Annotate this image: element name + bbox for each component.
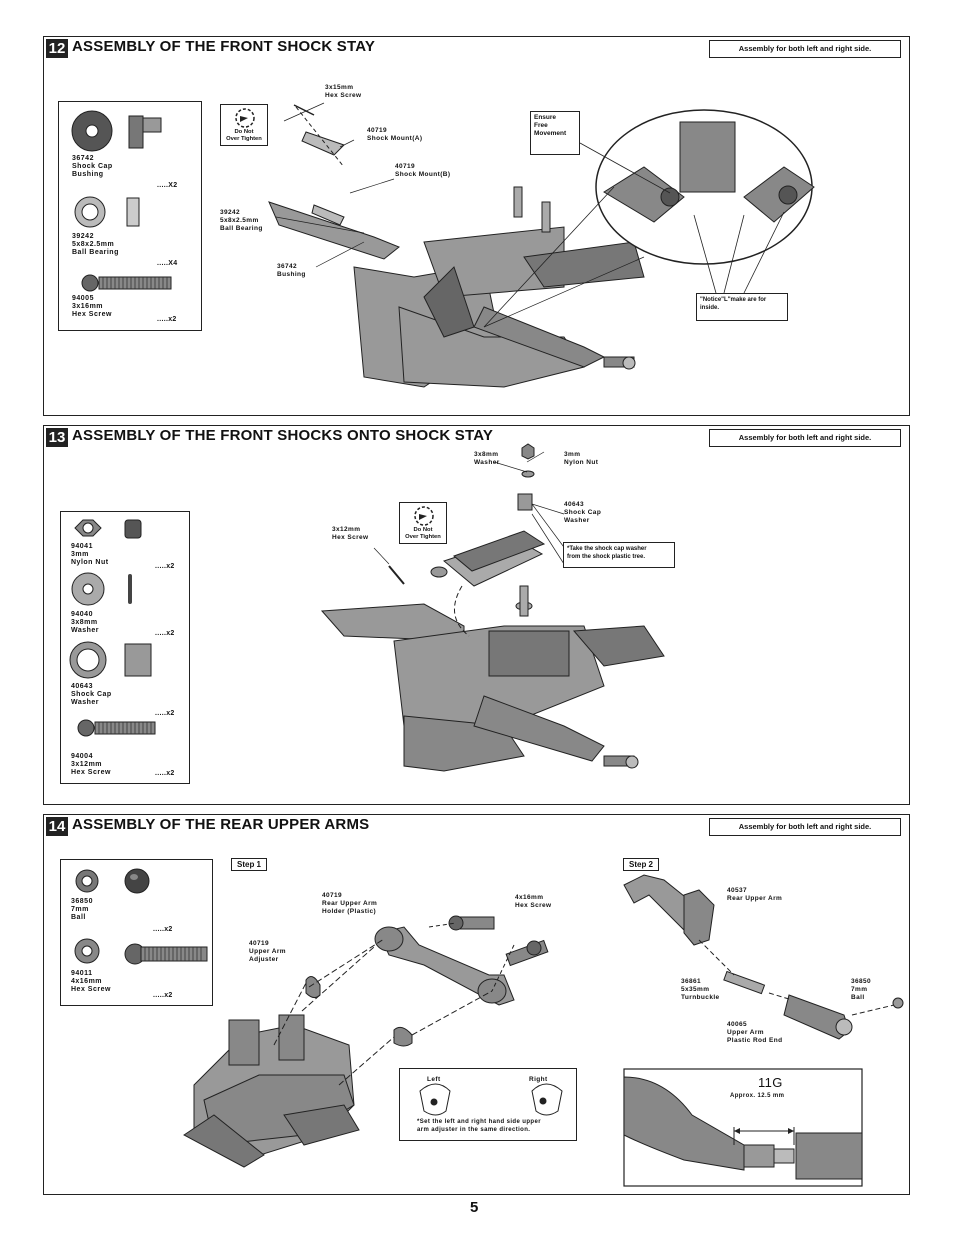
step-number: 13 <box>46 428 68 447</box>
step-1-label: Step 1 <box>231 858 268 871</box>
part-qty: .....x2 <box>153 926 173 933</box>
callout-washer: 3x8mm Washer <box>474 451 500 466</box>
section-title: ASSEMBLY OF THE REAR UPPER ARMS <box>72 816 370 833</box>
adjuster-direction-note: *Set the left and right hand side upper … <box>417 1119 541 1133</box>
part-label: 40643 Shock Cap Washer <box>71 683 112 706</box>
part-label: 39242 5x8x2.5mm Ball Bearing <box>72 233 119 256</box>
callout-rod-end: 40065 Upper Arm Plastic Rod End <box>727 1021 783 1044</box>
part-qty: .....X2 <box>157 182 178 189</box>
do-not-tighten-badge: Do Not Over Tighten <box>220 104 268 146</box>
callout-turnbuckle: 36861 5x35mm Turnbuckle <box>681 978 720 1001</box>
rear-upper-arms-illustration <box>183 874 904 1187</box>
callout-adjuster: 40719 Upper Arm Adjuster <box>249 940 286 963</box>
callout-hex-screw: 3x12mm Hex Screw <box>332 526 369 541</box>
section-12: 12 ASSEMBLY OF THE FRONT SHOCK STAY Asse… <box>43 36 910 416</box>
do-not-tighten-text: Do Not Over Tighten <box>226 129 262 142</box>
part-label: 94041 3mm Nylon Nut <box>71 543 109 566</box>
callout-shock-cap-washer: 40643 Shock Cap Washer <box>564 501 602 524</box>
part-label: 94005 3x16mm Hex Screw <box>72 295 112 318</box>
callout-ball-bearing: 39242 5x8x2.5mm Ball Bearing <box>220 209 263 232</box>
part-qty: .....x2 <box>155 563 175 570</box>
shock-cap-bushing-icon <box>71 110 172 292</box>
notice-l-note: "Notice"L"make are for inside. <box>696 293 788 321</box>
adjuster-direction-box: Left Right *Set the left and right hand … <box>399 1068 577 1141</box>
callout-rear-upper-arm: 40537 Rear Upper Arm <box>727 887 783 902</box>
step-number: 12 <box>46 39 68 58</box>
callout-shock-mount-b: 40719 Shock Mount(B) <box>395 163 451 178</box>
callout-shock-mount-a: 40719 Shock Mount(A) <box>367 127 423 142</box>
part-label: 94004 3x12mm Hex Screw <box>71 753 111 776</box>
rotate-arrow-icon <box>414 506 434 526</box>
parts-list: 36742 Shock Cap Bushing .....X2 39242 5x… <box>58 101 202 331</box>
part-qty: .....x2 <box>155 710 175 717</box>
both-sides-note: Assembly for both left and right side. <box>709 429 901 447</box>
page-number: 5 <box>470 1199 479 1216</box>
length-approx: Approx. 12.5 mm <box>730 1093 785 1099</box>
rotate-arrow-icon <box>235 108 255 128</box>
parts-list: 36850 7mm Ball .....x2 94011 4x16mm Hex … <box>60 859 213 1006</box>
part-qty: .....x2 <box>155 630 175 637</box>
front-shocks-illustration <box>320 443 665 772</box>
shock-tree-note: *Take the shock cap washer from the shoc… <box>563 542 675 568</box>
length-code: 11G <box>758 1075 783 1090</box>
both-sides-note: Assembly for both left and right side. <box>709 818 901 836</box>
section-title: ASSEMBLY OF THE FRONT SHOCK STAY <box>72 38 376 55</box>
part-qty: .....x2 <box>155 770 175 777</box>
part-label: 36850 7mm Ball <box>71 898 93 921</box>
step-2-label: Step 2 <box>623 858 660 871</box>
do-not-tighten-badge: Do Not Over Tighten <box>399 502 447 544</box>
callout-ball: 36850 7mm Ball <box>851 978 872 1001</box>
parts-list: 94041 3mm Nylon Nut .....x2 94040 3x8mm … <box>60 511 190 784</box>
callout-hex-screw: 3x15mm Hex Screw <box>325 84 362 99</box>
part-qty: .....x2 <box>157 316 177 323</box>
part-label: 94011 4x16mm Hex Screw <box>71 970 111 993</box>
adjuster-shapes <box>419 1083 563 1116</box>
step-number: 14 <box>46 817 68 836</box>
part-qty: .....X4 <box>157 260 178 267</box>
section-14: 14 ASSEMBLY OF THE REAR UPPER ARMS Assem… <box>43 814 910 1195</box>
callout-bushing: 36742 Bushing <box>277 263 306 278</box>
label-right: Right <box>529 1076 548 1083</box>
callout-nylon-nut: 3mm Nylon Nut <box>564 451 599 466</box>
both-sides-note: Assembly for both left and right side. <box>709 40 901 58</box>
section-13: 13 ASSEMBLY OF THE FRONT SHOCKS ONTO SHO… <box>43 425 910 805</box>
callout-hex-screw: 4x16mm Hex Screw <box>515 894 552 909</box>
callout-holder: 40719 Rear Upper Arm Holder (Plastic) <box>322 892 378 915</box>
front-shock-stay-illustration <box>268 102 815 388</box>
part-qty: .....x2 <box>153 992 173 999</box>
part-label: 36742 Shock Cap Bushing <box>72 155 113 178</box>
parts-icons <box>74 868 208 965</box>
parts-icons <box>69 519 156 737</box>
part-label: 94040 3x8mm Washer <box>71 611 100 634</box>
do-not-tighten-text: Do Not Over Tighten <box>405 527 441 540</box>
ensure-free-movement-note: Ensure Free Movement <box>530 111 580 155</box>
section-title: ASSEMBLY OF THE FRONT SHOCKS ONTO SHOCK … <box>72 427 494 444</box>
label-left: Left <box>427 1076 441 1083</box>
